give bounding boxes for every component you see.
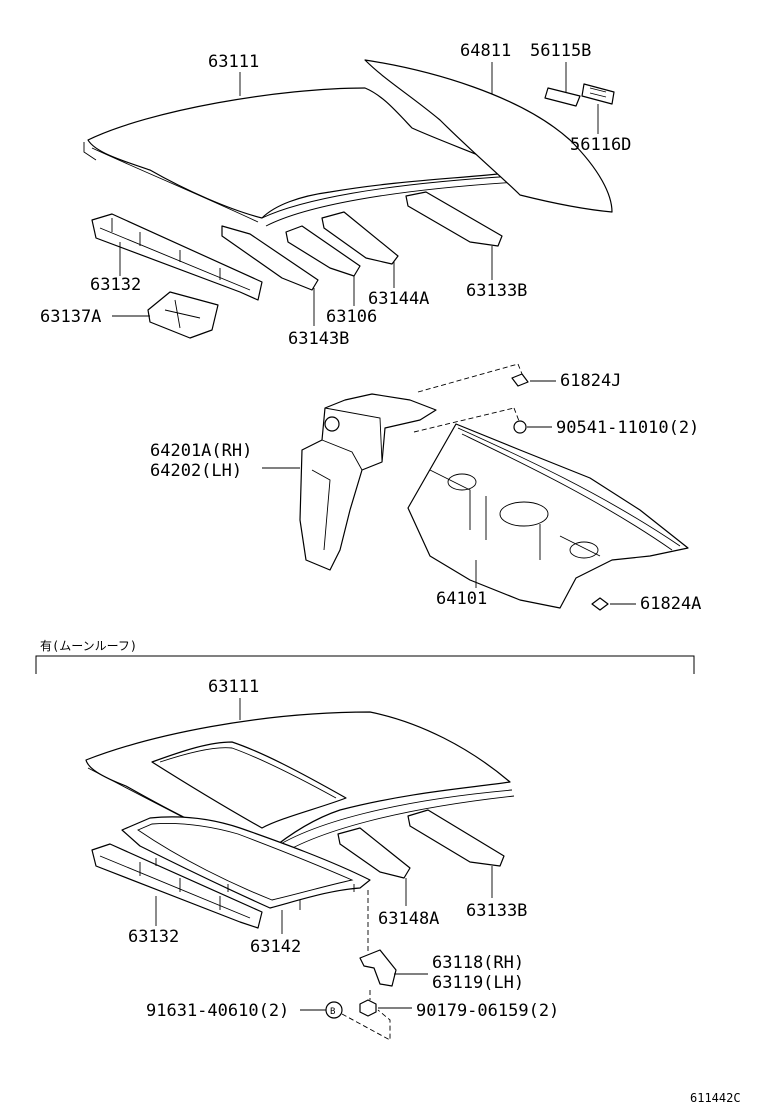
label-61824a: 61824A <box>640 594 701 614</box>
label-64101: 64101 <box>436 589 487 609</box>
label-91631: 91631-40610(2) <box>146 1001 289 1021</box>
label-90541: 90541-11010(2) <box>556 418 699 438</box>
roof-panel-moonroof <box>85 711 515 861</box>
patch-61824j <box>511 373 529 387</box>
label-64201a: 64201A(RH) <box>150 441 252 461</box>
label-63143b: 63143B <box>288 329 349 349</box>
moonroof-bracket <box>359 949 397 987</box>
roof-bow-63133b-bottom <box>407 809 505 867</box>
section-bracket <box>35 655 695 674</box>
label-63111-bottom: 63111 <box>208 677 259 697</box>
patch-61824a <box>591 597 609 611</box>
roof-bow-63148a <box>337 827 411 879</box>
label-63133b-bottom: 63133B <box>466 901 527 921</box>
roof-bow-63143b <box>221 225 319 291</box>
roof-header-panel-bottom <box>91 843 263 929</box>
roof-panel-top <box>83 87 518 227</box>
label-63132-bottom: 63132 <box>128 927 179 947</box>
drawing-number: 611442C <box>690 1091 741 1105</box>
label-64202: 64202(LH) <box>150 461 242 481</box>
label-63118: 63118(RH) <box>432 953 524 973</box>
label-63133b-top: 63133B <box>466 281 527 301</box>
label-64811: 64811 <box>460 41 511 61</box>
label-63137a: 63137A <box>40 307 101 327</box>
roof-bracket-63137a <box>147 291 219 339</box>
label-56115b: 56115B <box>530 41 591 61</box>
label-63111-top: 63111 <box>208 52 259 72</box>
label-63142: 63142 <box>250 937 301 957</box>
roof-header-panel-top <box>91 213 263 301</box>
roof-bow-63133b-top <box>405 191 503 247</box>
bolt-marker-b: B <box>325 1001 343 1019</box>
label-63144a: 63144A <box>368 289 429 309</box>
package-tray-panel <box>407 423 689 609</box>
label-56116d: 56116D <box>570 135 631 155</box>
bolt-marker-letter: B <box>330 1007 335 1017</box>
nut-90541 <box>513 420 527 434</box>
label-63119: 63119(LH) <box>432 973 524 993</box>
quarter-inner-panel <box>299 393 437 571</box>
label-90179: 90179-06159(2) <box>416 1001 559 1021</box>
moonroof-reinforcement-frame <box>121 816 371 910</box>
label-63148a: 63148A <box>378 909 439 929</box>
section-title-moonroof: 有(ムーンルーフ) <box>40 639 137 653</box>
nut-90179 <box>359 999 377 1017</box>
label-61824j: 61824J <box>560 371 621 391</box>
roof-bow-63144a <box>321 211 399 265</box>
back-window-glass <box>364 59 613 213</box>
clip-56115b <box>544 87 581 107</box>
label-63132-top: 63132 <box>90 275 141 295</box>
clip-56116d <box>581 83 615 105</box>
label-63106: 63106 <box>326 307 377 327</box>
